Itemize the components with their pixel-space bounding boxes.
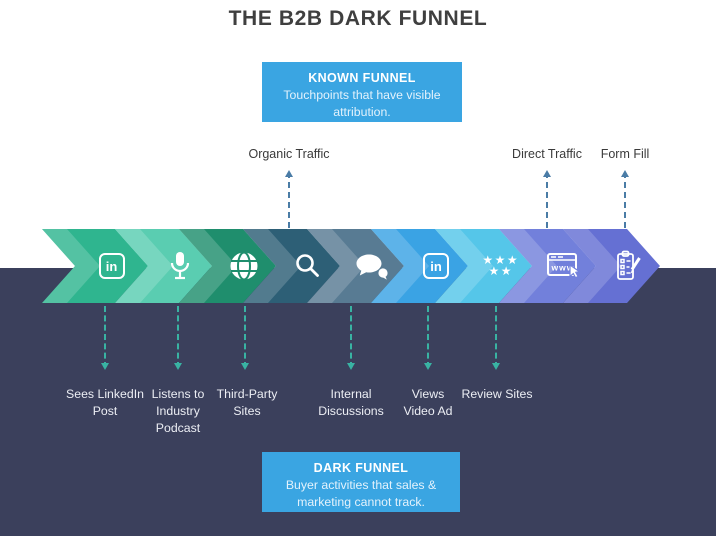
label-organic-traffic: Organic Traffic (248, 147, 330, 161)
label-direct-traffic: Direct Traffic (512, 147, 582, 161)
down-arrow-sees-linkedin-post (101, 306, 109, 370)
up-arrow-direct-traffic (543, 170, 551, 228)
down-arrow-third-party-sites (241, 306, 249, 370)
chat-bubbles-icon (355, 253, 389, 280)
label-internal-discussions: Internal Discussions (318, 387, 384, 418)
label-sees-linkedin-post: Sees LinkedIn Post (66, 387, 144, 418)
globe-icon (227, 249, 261, 283)
segment-highlight-stripe (42, 229, 100, 303)
up-arrow-organic-traffic (285, 170, 293, 228)
known-funnel-box: KNOWN FUNNEL Touchpoints that have visib… (262, 62, 462, 122)
label-form-fill: Form Fill (600, 147, 650, 161)
label-third-party-sites: Third-Party Sites (216, 387, 278, 418)
known-funnel-description: Touchpoints that have visible attributio… (283, 88, 441, 119)
linkedin-icon: in (99, 253, 125, 279)
down-arrow-internal-discussions (347, 306, 355, 370)
funnel-chevron-band: in (0, 229, 716, 303)
form-fill-icon (612, 249, 644, 283)
svg-text:www: www (550, 262, 574, 272)
label-views-video-ad: Views Video Ad (403, 387, 453, 418)
stars-icon: ★★★ ★★ (482, 253, 520, 278)
label-listens-podcast: Listens to Industry Podcast (151, 387, 205, 435)
linkedin-icon: in (423, 253, 449, 279)
down-arrow-review-sites (492, 306, 500, 370)
down-arrow-views-video-ad (424, 306, 432, 370)
label-review-sites: Review Sites (461, 387, 533, 401)
dark-funnel-box: DARK FUNNEL Buyer activities that sales … (262, 452, 460, 512)
page-title: THE B2B DARK FUNNEL (228, 7, 488, 30)
search-icon (293, 251, 323, 281)
browser-www-icon: www (546, 251, 583, 282)
microphone-icon (167, 250, 193, 282)
down-arrow-listens-podcast (174, 306, 182, 370)
up-arrow-form-fill (621, 170, 629, 228)
dark-funnel-description: Buyer activities that sales & marketing … (285, 478, 437, 509)
known-funnel-heading: KNOWN FUNNEL (308, 71, 416, 85)
dark-funnel-heading: DARK FUNNEL (313, 461, 409, 475)
